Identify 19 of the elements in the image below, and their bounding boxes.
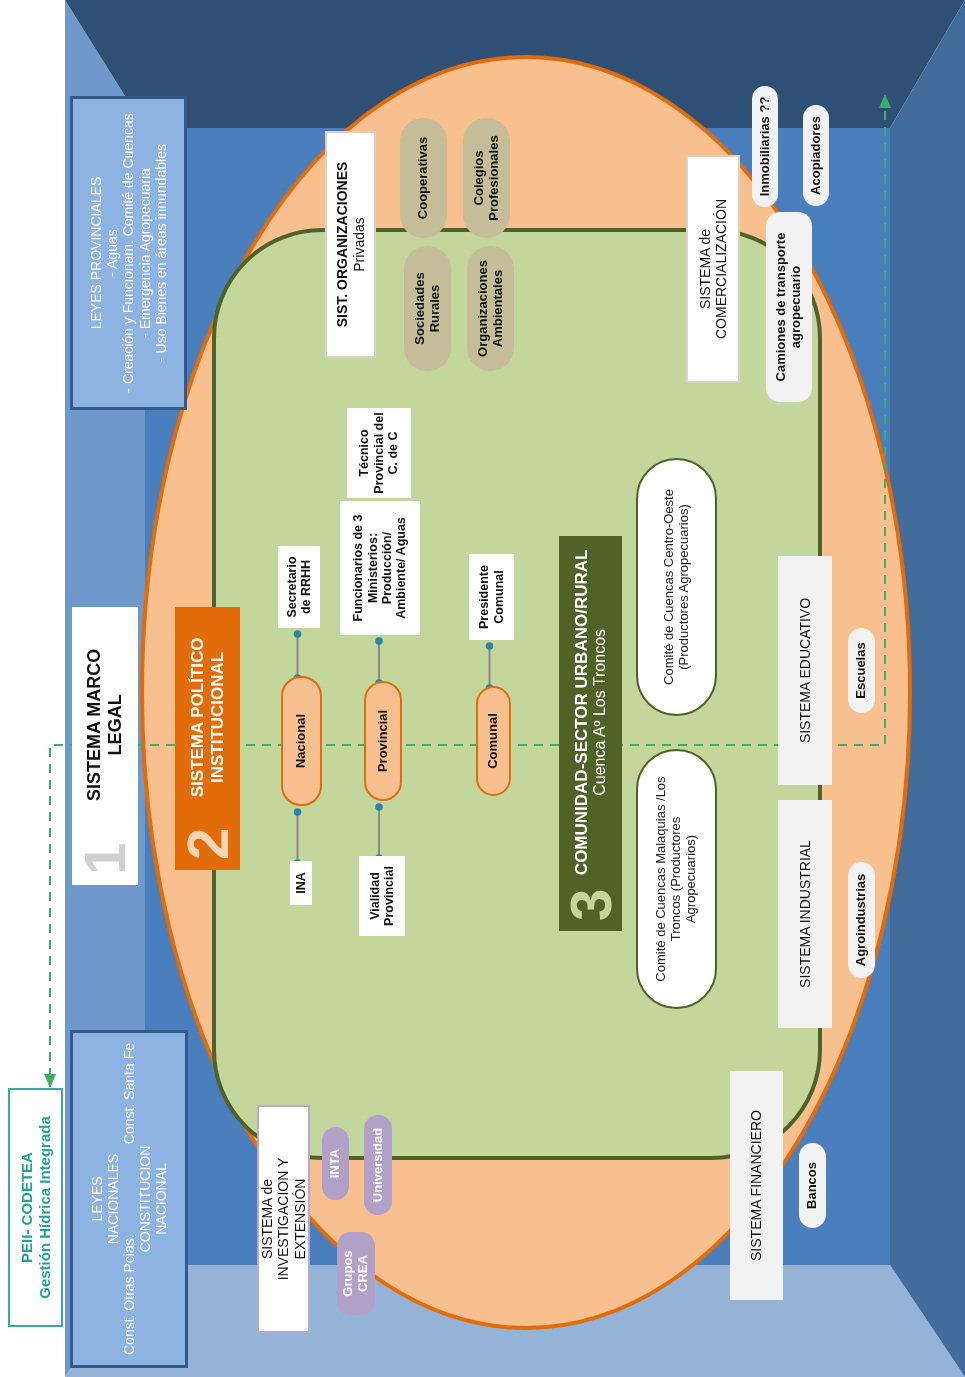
section-title: SISTEMA MARCO LEGAL [84, 647, 126, 804]
law-item: CONSTITUCION NACIONAL [137, 1144, 170, 1255]
system-subtitle: Privadas [350, 217, 367, 272]
law-heading: LEYES NACIONALES [88, 1152, 121, 1247]
section-number: 2 [178, 827, 237, 860]
section-title: SISTEMA POLÍTICO INSTITUCIONAL [187, 636, 228, 800]
program-title: PEII- CODETEA [18, 1152, 36, 1263]
law-item: - Emergencia Agropecuaria [136, 168, 153, 338]
section-subtitle: Cuenca Aº Los Troncos [591, 627, 610, 798]
section-title: COMUNIDAD-SECTOR URBANO/RURAL [571, 548, 592, 878]
law-item: Const. Santa Fe [120, 1043, 138, 1145]
system-title: SIST. ORGANIZACIONES [334, 161, 351, 328]
law-item: - Aguas [104, 229, 121, 277]
law-heading: LEYES PROVINCIALES [88, 176, 105, 330]
law-item: - Creación y Funcionam. Comité de Cuencas [120, 113, 137, 393]
law-item: - Uso Bienes en áreas innundables [152, 144, 169, 362]
section-number: 3 [561, 888, 620, 921]
program-subtitle: Gestión Hídrica Integrada [35, 1116, 53, 1299]
law-item: Const. Otras Pcias. [120, 1234, 138, 1355]
